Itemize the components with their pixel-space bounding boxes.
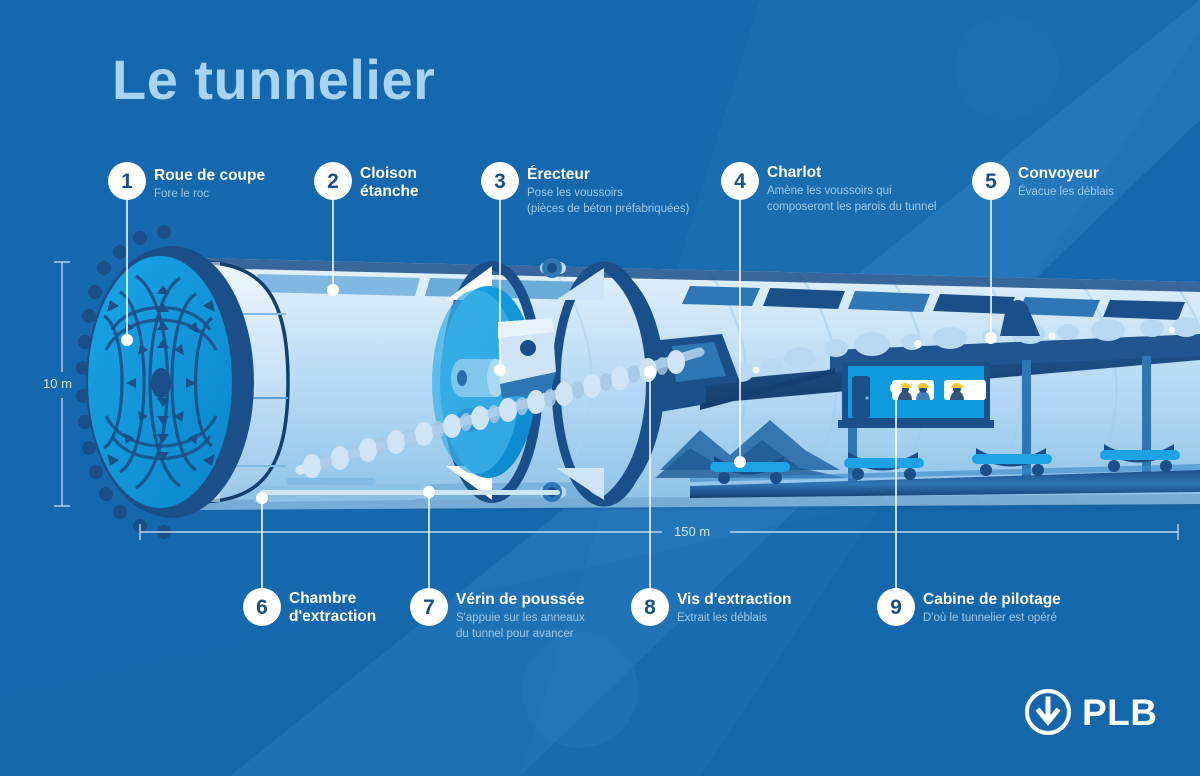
circle-down-arrow-icon [1025,689,1071,735]
callout-badge-7: 7 [410,588,448,626]
callout-badge-2: 2 [314,162,352,200]
callout-subtitle-1: Fore le roc [154,188,209,201]
plb-logo[interactable]: PLB [1024,688,1158,736]
callout-badge-8: 8 [631,588,669,626]
callout-badge-3: 3 [481,162,519,200]
dimension-guides [54,261,1179,540]
logo-text: PLB [1082,691,1158,733]
callout-badge-9: 9 [877,588,915,626]
callout-subtitle-3: Pose les voussoirs (pièces de béton préf… [527,187,690,215]
callout-title-7: Vérin de poussée [456,591,585,608]
callout-badge-6: 6 [243,588,281,626]
callout-subtitle-9: D'où le tunnelier est opéré [923,612,1057,625]
callout-badge-5: 5 [972,162,1010,200]
callout-badge-4: 4 [721,162,759,200]
callout-subtitle-8: Extrait les déblais [677,612,768,625]
callout-title-6: Chambre d'extraction [289,590,377,626]
callout-subtitle-5: Évacue les déblais [1018,186,1114,199]
cutter-head [76,225,254,539]
callout-title-4: Charlot [767,164,822,181]
callout-subtitle-4: Amène les voussoirs qui composeront les … [767,185,937,213]
control-cabin [838,362,994,428]
dimension-length-label: 150 m [674,524,711,539]
page-title: Le tunnelier [112,48,436,111]
callout-title-5: Convoyeur [1018,165,1099,182]
muck-pile [655,420,846,478]
callout-title-2: Cloison étanche [360,165,419,201]
callout-badge-1: 1 [108,162,146,200]
callout-title-3: Érecteur [527,166,590,183]
callout-subtitle-7: S'appuie sur les anneaux du tunnel pour … [456,612,585,640]
dimension-height-label: 10 m [43,376,72,391]
callout-title-8: Vis d'extraction [677,591,792,608]
segment-carts [690,444,1200,498]
callout-title-9: Cabine de pilotage [923,591,1061,608]
callout-title-1: Roue de coupe [154,167,266,184]
screw-conveyor [295,347,705,478]
